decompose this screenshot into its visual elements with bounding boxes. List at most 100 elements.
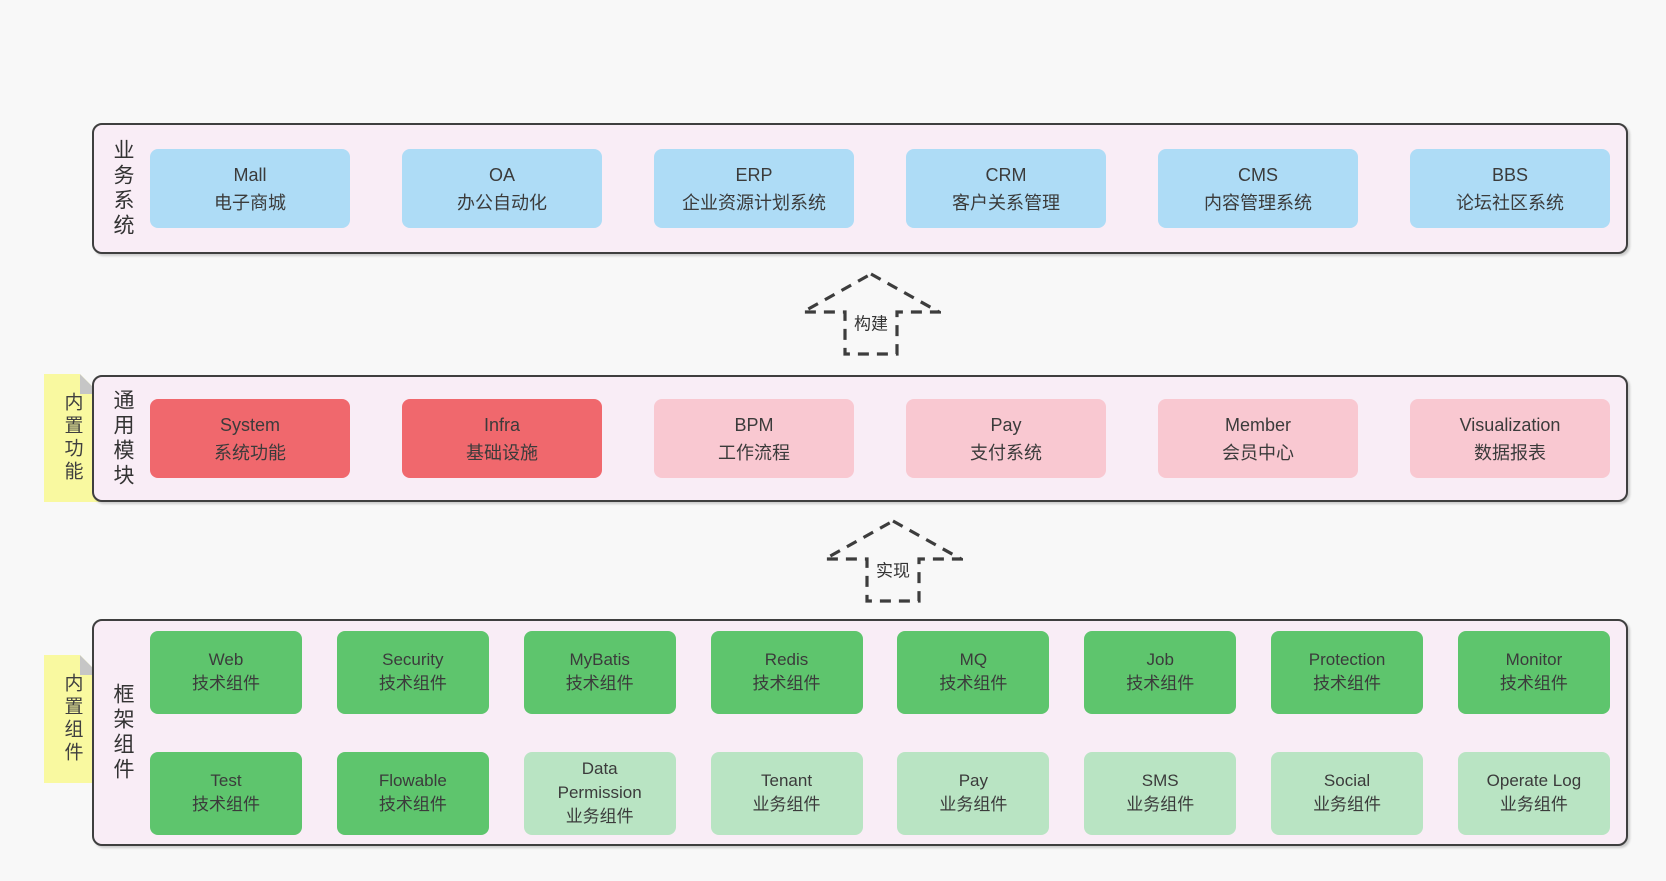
- box-subtitle: 技术组件: [378, 674, 447, 693]
- box-title: Social: [1323, 771, 1371, 790]
- components-row-2: Test 技术组件 Flowable 技术组件 Data Permission …: [150, 742, 1610, 844]
- box-title: Pay: [990, 414, 1022, 435]
- box-title: Data Permission: [557, 759, 642, 802]
- layer-label-components: 框架组件: [94, 621, 150, 844]
- box-subtitle: 业务组件: [1313, 795, 1382, 814]
- box-title: System: [219, 414, 280, 435]
- layer-label-text: 框架组件: [111, 682, 134, 783]
- box-subtitle: 业务组件: [752, 795, 821, 814]
- box-title: MQ: [959, 650, 988, 669]
- box-subtitle: 技术组件: [939, 674, 1008, 693]
- box-title: Test: [210, 771, 242, 790]
- box-title: Monitor: [1505, 650, 1563, 669]
- layer-framework-components: 框架组件 Web 技术组件 Security 技术组件 MyBatis 技术组件…: [92, 619, 1628, 846]
- box-title: Security: [382, 650, 444, 669]
- layer-label-text: 业务系统: [111, 138, 134, 239]
- box-title: Infra: [483, 414, 521, 435]
- components-rows: Web 技术组件 Security 技术组件 MyBatis 技术组件 Redi…: [150, 621, 1610, 844]
- box-operate-log: Operate Log 业务组件: [1457, 751, 1610, 835]
- box-bbs: BBS 论坛社区系统: [1410, 149, 1610, 228]
- sticky-note-label: 内置组件: [61, 673, 83, 765]
- box-subtitle: 技术组件: [378, 795, 447, 814]
- box-system: System 系统功能: [150, 399, 350, 478]
- box-subtitle: 业务组件: [939, 795, 1008, 814]
- box-subtitle: 业务组件: [1126, 795, 1195, 814]
- arrow-build-label: 构建: [851, 309, 891, 335]
- box-title: SMS: [1141, 771, 1179, 790]
- box-subtitle: 系统功能: [214, 442, 286, 463]
- box-test: Test 技术组件: [150, 751, 302, 835]
- sticky-note-label: 内置功能: [61, 392, 83, 484]
- box-title: MyBatis: [569, 650, 630, 669]
- box-title: BBS: [1491, 164, 1529, 185]
- layer-label-modules: 通用模块: [94, 377, 150, 500]
- arrow-up-icon: [823, 519, 963, 603]
- box-subtitle: 技术组件: [1126, 674, 1195, 693]
- box-title: Flowable: [378, 771, 447, 790]
- box-mq: MQ 技术组件: [897, 630, 1050, 714]
- box-subtitle: 技术组件: [1499, 674, 1568, 693]
- box-crm: CRM 客户关系管理: [906, 149, 1106, 228]
- box-subtitle: 支付系统: [970, 442, 1042, 463]
- box-data-permission: Data Permission 业务组件: [523, 751, 676, 835]
- box-title: Operate Log: [1486, 771, 1582, 790]
- arrow-implement: 实现: [823, 519, 963, 603]
- components-row-1: Web 技术组件 Security 技术组件 MyBatis 技术组件 Redi…: [150, 621, 1610, 723]
- box-subtitle: 企业资源计划系统: [682, 192, 826, 213]
- box-redis: Redis 技术组件: [710, 630, 863, 714]
- box-subtitle: 技术组件: [752, 674, 821, 693]
- box-title: CRM: [985, 164, 1027, 185]
- box-protection: Protection 技术组件: [1271, 630, 1424, 714]
- box-subtitle: 技术组件: [565, 674, 634, 693]
- box-job: Job 技术组件: [1084, 630, 1237, 714]
- box-subtitle: 业务组件: [565, 807, 634, 826]
- box-subtitle: 技术组件: [192, 674, 260, 693]
- box-title: Web: [208, 650, 244, 669]
- box-title: CMS: [1238, 164, 1278, 185]
- box-title: Member: [1224, 414, 1291, 435]
- box-subtitle: 技术组件: [192, 795, 260, 814]
- box-member: Member 会员中心: [1158, 399, 1358, 478]
- layer-common-modules: 通用模块 System 系统功能 Infra 基础设施 BPM 工作流程 Pay…: [92, 375, 1628, 502]
- box-flowable: Flowable 技术组件: [336, 751, 489, 835]
- box-title: Tenant: [761, 771, 813, 790]
- layer-business-systems: 业务系统 Mall 电子商城 OA 办公自动化 ERP 企业资源计划系统 CRM…: [92, 123, 1628, 254]
- box-monitor: Monitor 技术组件: [1457, 630, 1610, 714]
- box-title: Mall: [233, 164, 267, 185]
- box-subtitle: 办公自动化: [457, 192, 547, 213]
- box-mall: Mall 电子商城: [150, 149, 350, 228]
- box-oa: OA 办公自动化: [402, 149, 602, 228]
- box-title: ERP: [735, 164, 773, 185]
- box-title: OA: [488, 164, 515, 185]
- box-subtitle: 技术组件: [1313, 674, 1382, 693]
- box-pay-module: Pay 支付系统: [906, 399, 1106, 478]
- box-erp: ERP 企业资源计划系统: [654, 149, 854, 228]
- layer-label-text: 通用模块: [111, 388, 134, 489]
- box-title: Visualization: [1459, 414, 1561, 435]
- box-infra: Infra 基础设施: [402, 399, 602, 478]
- box-subtitle: 会员中心: [1222, 442, 1294, 463]
- box-bpm: BPM 工作流程: [654, 399, 854, 478]
- box-title: Protection: [1308, 650, 1386, 669]
- arrow-build: 构建: [801, 272, 941, 356]
- box-visualization: Visualization 数据报表: [1410, 399, 1610, 478]
- box-subtitle: 内容管理系统: [1204, 192, 1312, 213]
- sticky-note-builtin-features: 内置功能: [44, 374, 100, 502]
- box-tenant: Tenant 业务组件: [710, 751, 863, 835]
- box-sms: SMS 业务组件: [1084, 751, 1237, 835]
- box-title: BPM: [734, 414, 774, 435]
- box-web: Web 技术组件: [150, 630, 302, 714]
- box-subtitle: 电子商城: [214, 192, 286, 213]
- box-title: Job: [1146, 650, 1174, 669]
- box-cms: CMS 内容管理系统: [1158, 149, 1358, 228]
- box-pay-component: Pay 业务组件: [897, 751, 1050, 835]
- box-social: Social 业务组件: [1271, 751, 1424, 835]
- box-subtitle: 客户关系管理: [952, 192, 1060, 213]
- box-title: Redis: [764, 650, 809, 669]
- layer-label-business: 业务系统: [94, 125, 150, 252]
- box-subtitle: 基础设施: [466, 442, 538, 463]
- box-title: Pay: [958, 771, 989, 790]
- box-mybatis: MyBatis 技术组件: [523, 630, 676, 714]
- box-subtitle: 论坛社区系统: [1456, 192, 1564, 213]
